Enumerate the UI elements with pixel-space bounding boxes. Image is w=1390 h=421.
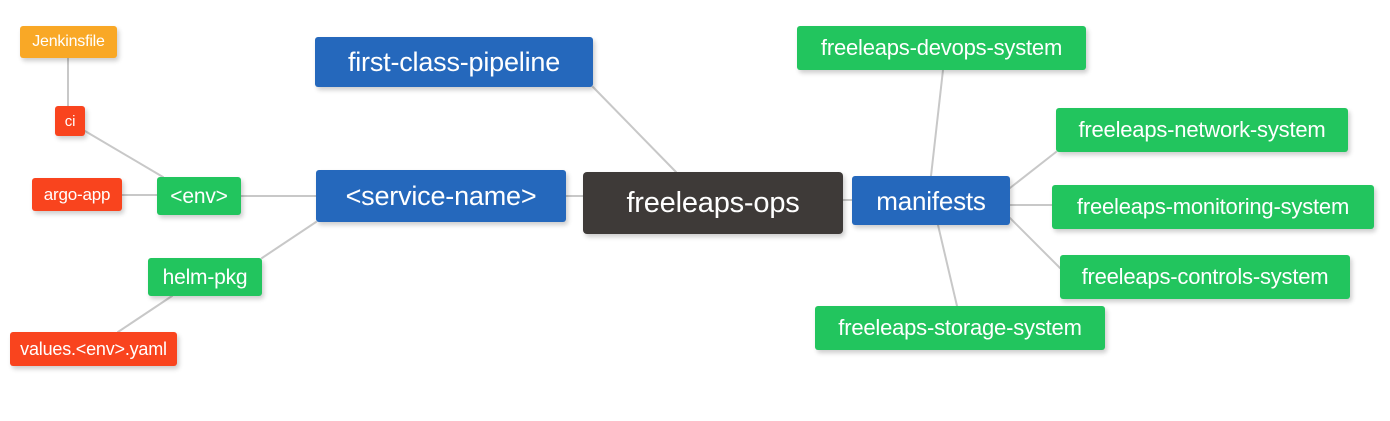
node-label: freeleaps-controls-system [1081, 264, 1329, 289]
node-label: freeleaps-devops-system [820, 35, 1063, 60]
node-label: values.<env>.yaml [20, 339, 167, 359]
node-label: freeleaps-network-system [1078, 117, 1326, 142]
node-label: freeleaps-monitoring-system [1076, 194, 1350, 219]
node-argo-app[interactable]: argo-app [32, 178, 122, 211]
node-ci[interactable]: ci [55, 106, 85, 136]
edge-first-class-pipeline-to-root [592, 86, 677, 173]
node-label: <env> [170, 184, 228, 208]
node-freeleaps-storage-system[interactable]: freeleaps-storage-system [815, 306, 1105, 350]
node-label: ci [64, 112, 76, 130]
node-label: helm-pkg [162, 265, 248, 289]
node-freeleaps-network-system[interactable]: freeleaps-network-system [1056, 108, 1348, 152]
node-helm-pkg[interactable]: helm-pkg [148, 258, 262, 296]
node-manifests[interactable]: manifests [852, 176, 1010, 225]
node-jenkinsfile[interactable]: Jenkinsfile [20, 26, 117, 58]
node-freeleaps-devops-system[interactable]: freeleaps-devops-system [797, 26, 1086, 70]
node-label: argo-app [43, 185, 111, 204]
node-label: manifests [876, 185, 986, 216]
node-label: <service-name> [345, 180, 537, 211]
edge-service-name-to-helm-pkg [261, 221, 317, 259]
edge-manifests-to-freeleaps-storage-system [937, 224, 958, 307]
edge-manifests-to-freeleaps-network-system [1009, 151, 1057, 189]
edge-ci-to-env [84, 130, 164, 178]
node-service-name[interactable]: <service-name> [316, 170, 566, 222]
node-label: freeleaps-storage-system [838, 315, 1082, 340]
node-freeleaps-controls-system[interactable]: freeleaps-controls-system [1060, 255, 1350, 299]
node-first-class-pipeline[interactable]: first-class-pipeline [315, 37, 593, 87]
node-env[interactable]: <env> [157, 177, 241, 215]
node-values-yaml[interactable]: values.<env>.yaml [10, 332, 177, 366]
edge-freeleaps-devops-system-to-manifests [930, 69, 944, 177]
node-root[interactable]: freeleaps-ops [583, 172, 843, 234]
node-label: freeleaps-ops [626, 186, 800, 219]
edge-helm-pkg-to-values-yaml [117, 295, 173, 333]
node-freeleaps-monitoring-system[interactable]: freeleaps-monitoring-system [1052, 185, 1374, 229]
node-label: first-class-pipeline [347, 46, 561, 77]
node-label: Jenkinsfile [32, 33, 105, 50]
